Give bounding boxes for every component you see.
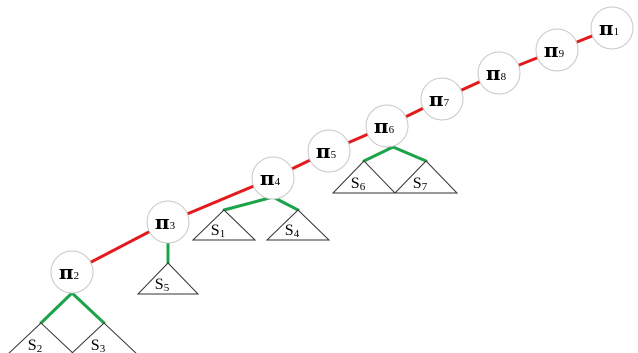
- subtree-letter: S: [211, 222, 220, 239]
- subtree-letter: S: [91, 337, 100, 353]
- node-circle-pi8: [477, 51, 521, 95]
- subtree-triangle-s2: [8, 322, 74, 353]
- subtree-s7: S7: [393, 160, 459, 194]
- node-symbol: π: [155, 210, 170, 234]
- node-label-pi5: π5: [316, 139, 337, 163]
- node-circle-pi2: [50, 250, 94, 294]
- branch-edge-s1: [222, 195, 275, 212]
- subtree-triangle-s7: [393, 160, 459, 194]
- subtree-s2: S2: [8, 322, 74, 353]
- subtree-triangle-s6: [331, 160, 397, 194]
- node-pi4: π4: [251, 156, 295, 200]
- node-circle-pi3: [146, 200, 190, 244]
- subtree-s4: S4: [265, 209, 331, 241]
- branch-edge-s7: [391, 145, 428, 163]
- subtree-subscript: 2: [37, 343, 43, 353]
- subtree-s5: S5: [136, 262, 200, 295]
- node-subscript: 8: [501, 71, 507, 83]
- subtree-s1: S1: [191, 209, 257, 241]
- node-symbol: π: [260, 166, 275, 190]
- node-symbol: π: [486, 61, 501, 85]
- node-subscript: 3: [170, 220, 176, 232]
- subtree-letter: S: [28, 337, 37, 353]
- edges-layer: [39, 26, 614, 325]
- subtree-letter: S: [285, 222, 294, 239]
- node-subscript: 1: [614, 26, 620, 38]
- subtree-subscript: 5: [164, 282, 170, 294]
- branch-edge-s3: [70, 291, 106, 325]
- branch-edge-s2: [39, 291, 74, 325]
- subtree-label-s7: S7: [413, 175, 428, 193]
- node-subscript: 4: [275, 176, 281, 188]
- node-label-pi7: π7: [429, 87, 450, 111]
- node-subscript: 2: [74, 270, 80, 282]
- subtree-letter: S: [155, 276, 164, 293]
- node-subscript: 5: [331, 149, 337, 161]
- subtree-subscript: 7: [422, 181, 428, 193]
- subtree-subscript: 4: [294, 228, 300, 240]
- node-pi8: π8: [477, 51, 521, 95]
- subtree-triangle-s1: [191, 209, 257, 241]
- node-label-pi1: π1: [599, 16, 619, 40]
- subtree-label-s6: S6: [351, 175, 366, 193]
- node-pi1: π1: [590, 6, 634, 50]
- subtree-label-s3: S3: [91, 337, 106, 353]
- node-symbol: π: [429, 87, 444, 111]
- node-pi2: π2: [50, 250, 94, 294]
- subtree-triangle-s3: [71, 322, 137, 353]
- node-pi3: π3: [146, 200, 190, 244]
- subtree-letter: S: [351, 175, 360, 192]
- node-label-pi2: π2: [59, 260, 79, 284]
- subtree-label-s2: S2: [28, 337, 42, 353]
- subtree-s3: S3: [71, 322, 137, 353]
- node-subscript: 9: [559, 48, 565, 60]
- node-symbol: π: [316, 139, 331, 163]
- node-circle-pi5: [307, 129, 351, 173]
- subtree-s6: S6: [331, 160, 397, 194]
- node-label-pi8: π8: [486, 61, 507, 85]
- node-circle-pi7: [420, 77, 464, 121]
- node-symbol: π: [599, 16, 614, 40]
- branch-edge-s4: [271, 195, 300, 212]
- node-subscript: 6: [389, 124, 395, 136]
- subtree-subscript: 6: [360, 181, 366, 193]
- subtree-triangle-s5: [136, 262, 200, 295]
- subtree-letter: S: [413, 175, 422, 192]
- node-subscript: 7: [444, 97, 450, 109]
- node-symbol: π: [544, 38, 559, 62]
- node-circle-pi4: [251, 156, 295, 200]
- node-pi5: π5: [307, 129, 351, 173]
- node-circle-pi9: [535, 28, 579, 72]
- node-symbol: π: [59, 260, 74, 284]
- subtree-label-s4: S4: [285, 222, 300, 240]
- node-label-pi4: π4: [260, 166, 281, 190]
- node-label-pi9: π9: [544, 38, 565, 62]
- subtree-label-s5: S5: [155, 276, 170, 294]
- node-pi9: π9: [535, 28, 579, 72]
- node-label-pi6: π6: [374, 114, 395, 138]
- node-circle-pi1: [590, 6, 634, 50]
- node-symbol: π: [374, 114, 389, 138]
- node-pi6: π6: [365, 104, 409, 148]
- node-label-pi3: π3: [155, 210, 176, 234]
- subtree-subscript: 3: [100, 343, 106, 353]
- branch-edge-s6: [362, 145, 395, 163]
- node-pi7: π7: [420, 77, 464, 121]
- node-circle-pi6: [365, 104, 409, 148]
- subtree-triangle-s4: [265, 209, 331, 241]
- subtree-label-s1: S1: [211, 222, 225, 240]
- subtree-subscript: 1: [220, 228, 226, 240]
